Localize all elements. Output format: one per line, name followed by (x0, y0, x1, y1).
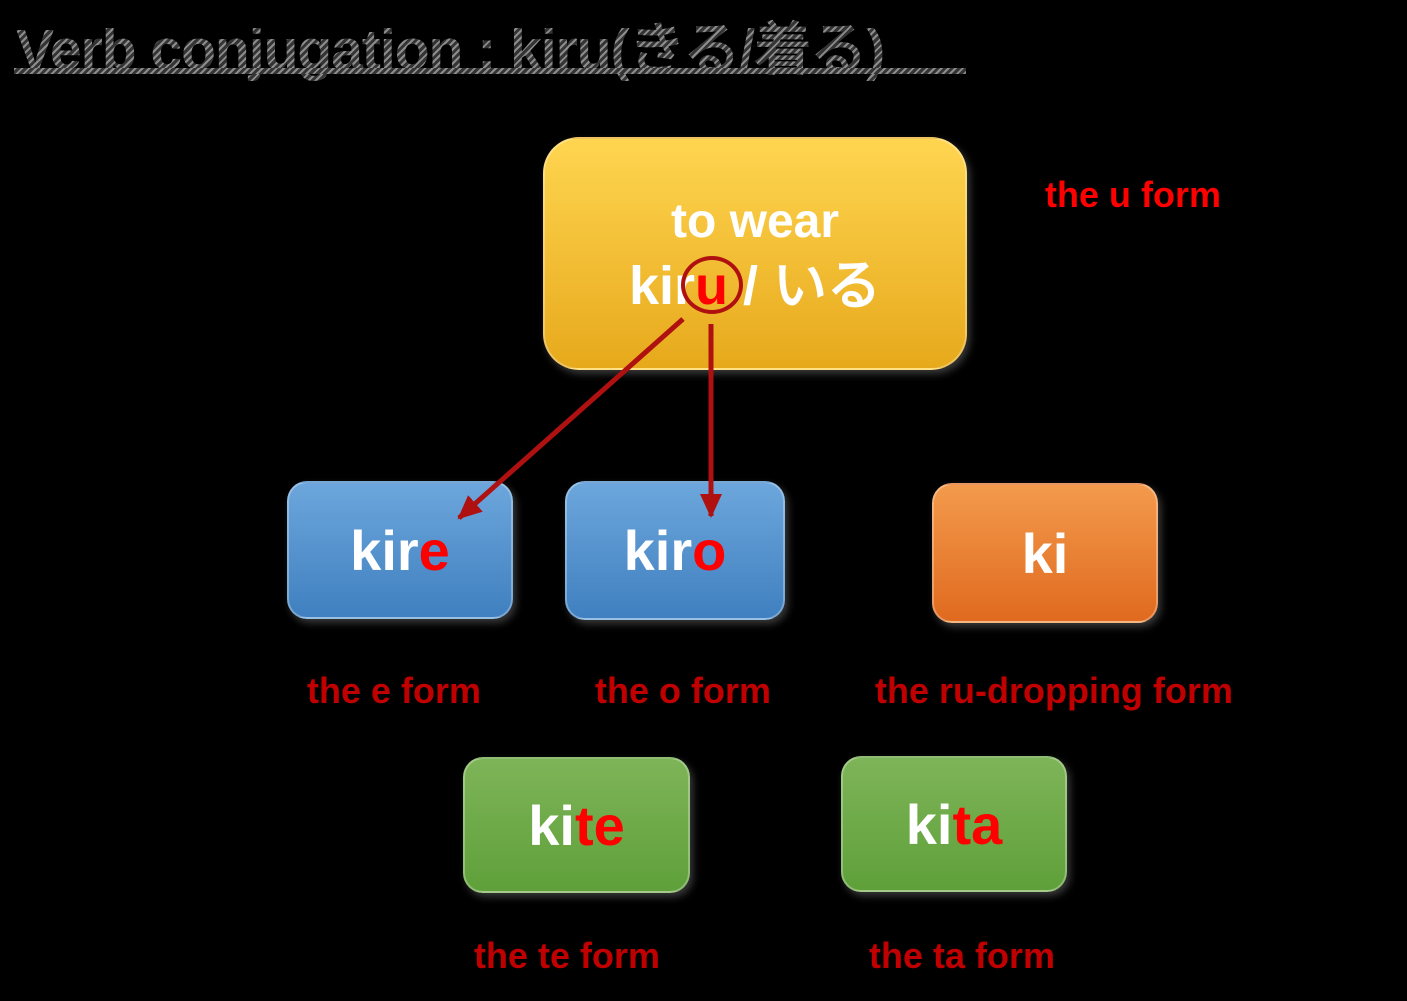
label-e-form: the e form (306, 670, 482, 711)
root-word-highlight-u-circle-annotation: u (695, 255, 729, 316)
node-kiro-highlight: o (692, 519, 727, 582)
node-kire-highlight: e (418, 518, 450, 582)
title-underline (14, 68, 966, 74)
root-node-word: kiru / いる (629, 254, 881, 318)
node-kire-prefix: kir (350, 518, 419, 582)
root-node-kiru: to wear kiru / いる (543, 137, 967, 370)
label-ta-form: the ta form (868, 935, 1056, 976)
label-te-form: the te form (473, 935, 661, 976)
node-kite-highlight: te (574, 793, 625, 857)
node-kita-highlight: ta (952, 792, 1003, 856)
node-kita-prefix: ki (905, 792, 953, 856)
root-node-meaning: to wear (670, 194, 840, 248)
label-ru-dropping-form: the ru-dropping form (875, 670, 1233, 711)
label-u-form: the u form (1045, 174, 1221, 215)
node-ki-prefix: ki (1021, 521, 1069, 585)
label-o-form: the o form (595, 670, 771, 711)
node-kite-prefix: ki (528, 793, 575, 857)
root-word-suffix: / いる (728, 255, 882, 316)
node-kiro-prefix: kir (623, 519, 693, 582)
node-ki: ki (932, 483, 1158, 623)
